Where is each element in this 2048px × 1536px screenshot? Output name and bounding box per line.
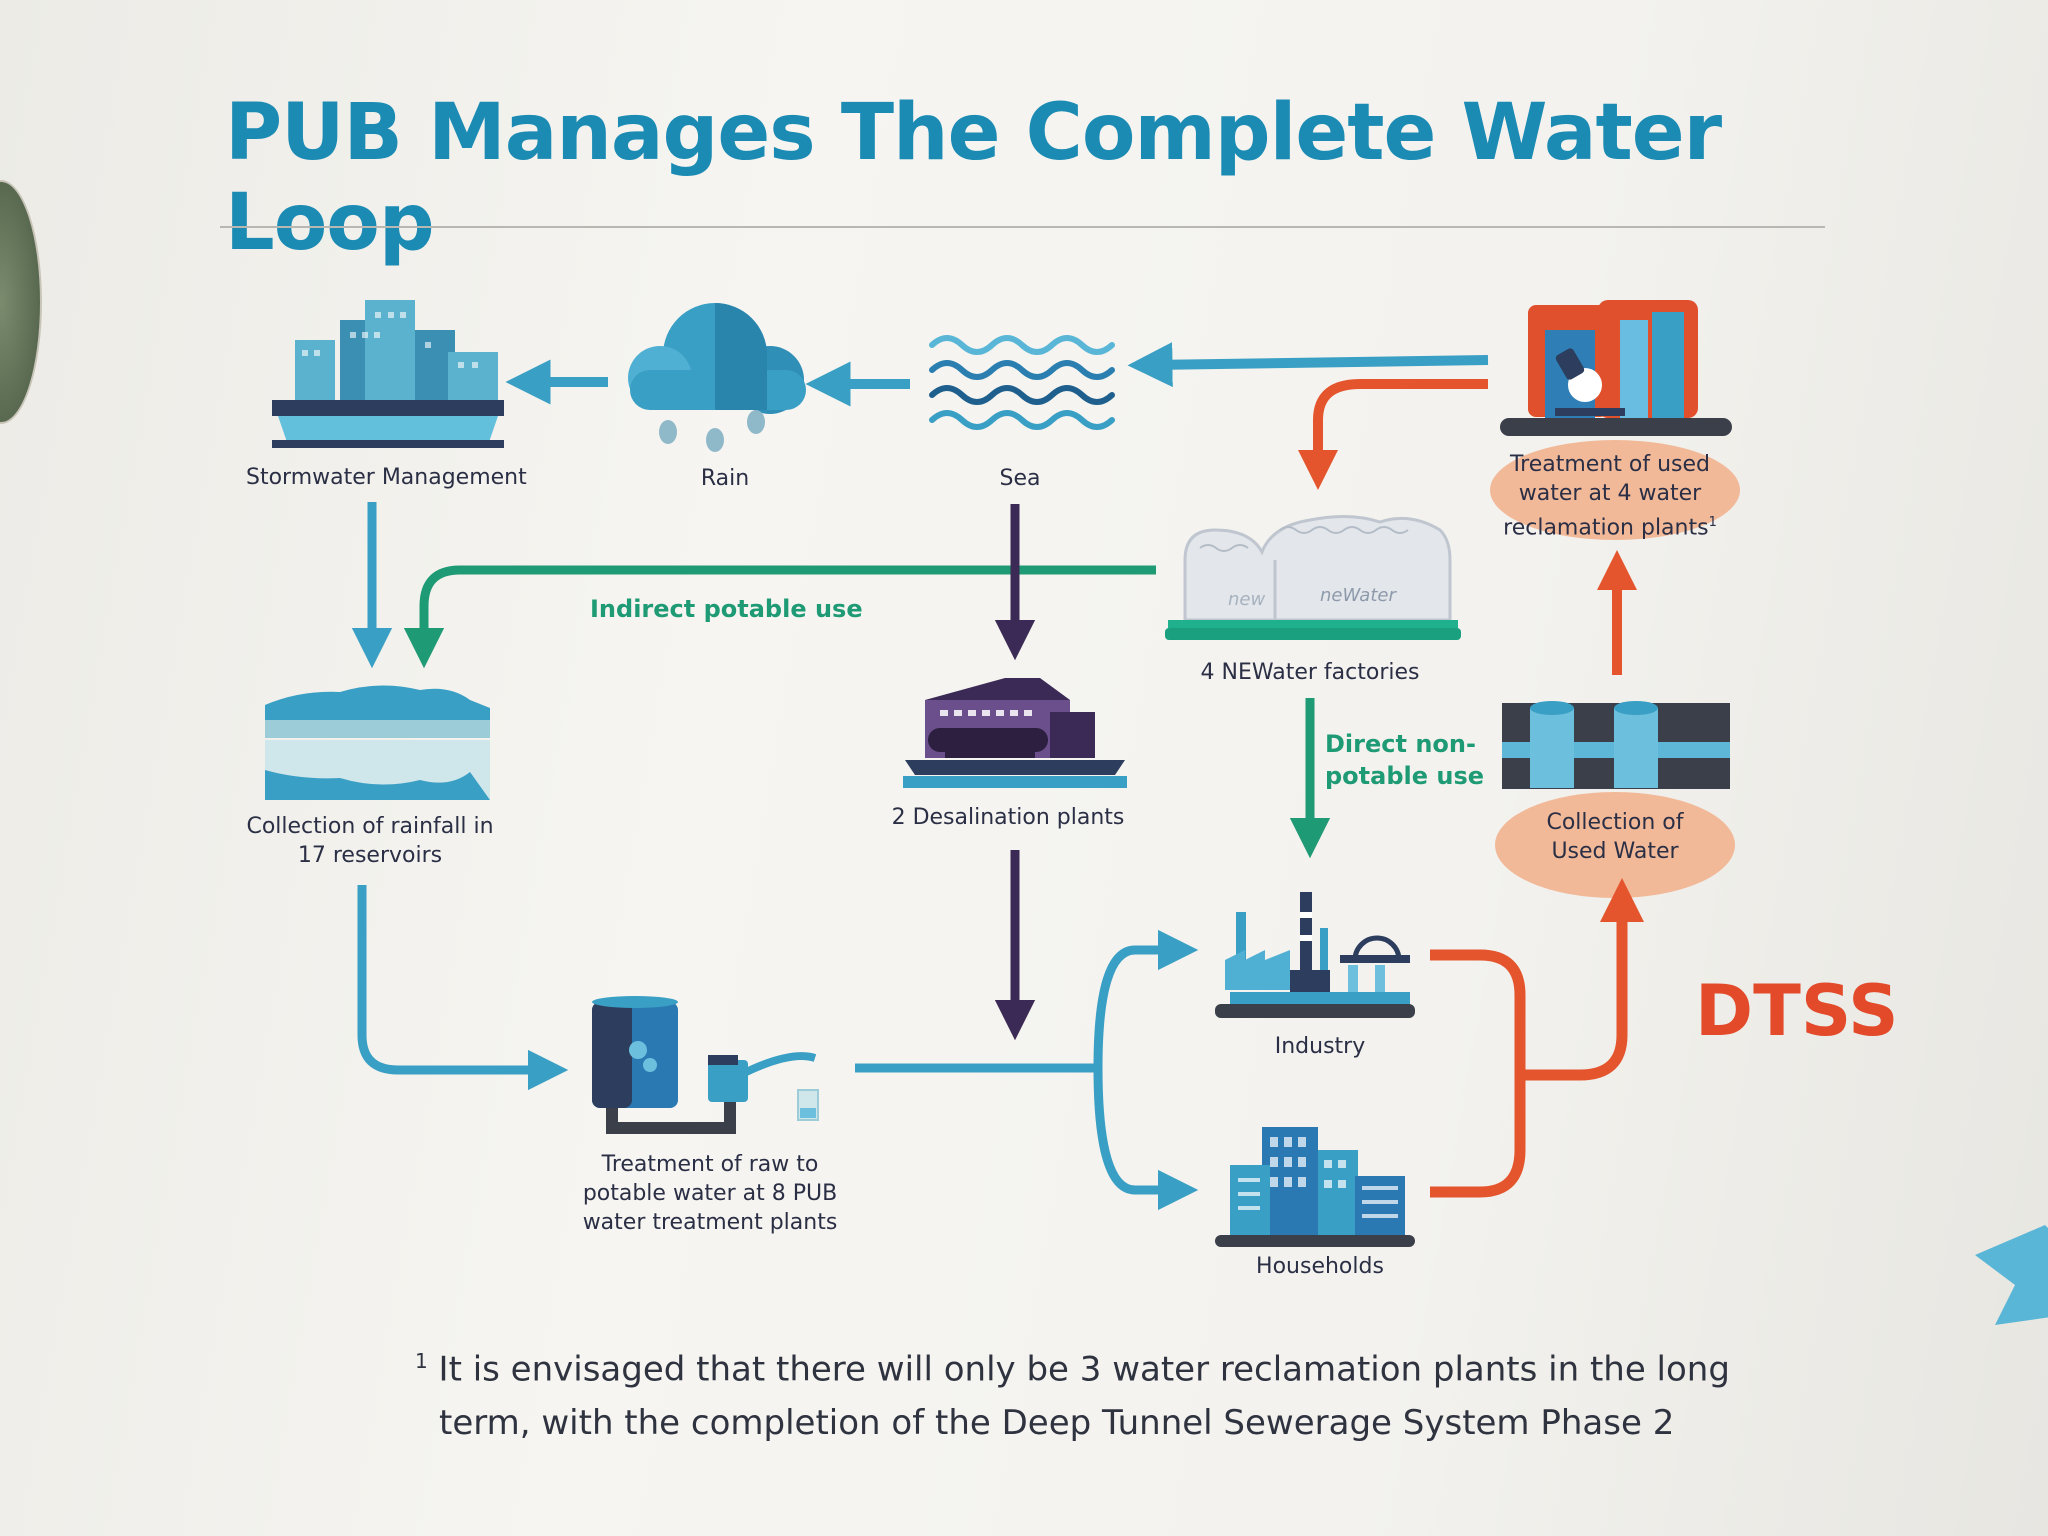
label-used-water: Collection of Used Water xyxy=(1510,808,1720,866)
label-treatment-line2: potable water at 8 PUB xyxy=(582,1181,838,1206)
title-divider xyxy=(220,226,1825,228)
label-reservoirs-line2: 17 reservoirs xyxy=(297,843,443,868)
svg-text:new: new xyxy=(1228,589,1265,610)
label-reclamation: Treatment of used water at 4 water recla… xyxy=(1480,450,1740,542)
sea-waves-icon xyxy=(929,335,1115,430)
label-rain: Rain xyxy=(700,466,750,491)
stormwater-icon xyxy=(272,300,504,448)
rain-cloud-icon xyxy=(628,303,806,452)
flow-reclamation-to-sea xyxy=(1127,342,1489,388)
flow-reclamation-to-newater xyxy=(1298,379,1488,490)
label-direct-line2: potable use xyxy=(1325,762,1485,790)
label-direct-line1: Direct non- xyxy=(1325,730,1476,758)
water-treatment-icon xyxy=(592,996,819,1134)
label-reclamation-line2: water at 4 water xyxy=(1518,481,1702,506)
reservoir-icon xyxy=(265,685,490,800)
label-reclamation-line1: Treatment of used xyxy=(1509,452,1711,477)
label-treatment-line1: Treatment of raw to xyxy=(601,1152,819,1177)
label-industry: Industry xyxy=(1274,1034,1366,1059)
desalination-plant-icon xyxy=(903,678,1127,788)
newater-factory-icon: new neWater xyxy=(1165,514,1461,640)
decorative-ribbon-edge xyxy=(1975,1225,2048,1325)
label-treatment-line3: water treatment plants xyxy=(582,1210,838,1235)
reclamation-plant-icon xyxy=(1500,300,1732,436)
label-reclamation-line3: reclamation plants xyxy=(1503,515,1709,541)
households-icon xyxy=(1215,1127,1415,1247)
label-used-water-line1: Collection of xyxy=(1546,810,1684,835)
flow-to-industry xyxy=(1093,929,1199,1069)
newater-sign-text: neWater xyxy=(1320,585,1397,606)
flow-dtss-to-collection xyxy=(1520,878,1644,1081)
footnote-marker-ref: 1 xyxy=(1708,515,1717,530)
footnote: 1 It is envisaged that there will only b… xyxy=(415,1334,1730,1450)
label-reservoirs-line1: Collection of rainfall in xyxy=(246,814,494,839)
label-stormwater: Stormwater Management xyxy=(246,465,527,490)
industry-icon xyxy=(1215,892,1415,1018)
dtss-label: DTSS xyxy=(1695,970,1899,1052)
label-used-water-line2: Used Water xyxy=(1551,839,1679,864)
reclamation-label-bubble xyxy=(1490,440,1740,540)
label-households: Households xyxy=(1256,1254,1384,1279)
label-desalination: 2 Desalination plants xyxy=(891,805,1125,830)
label-direct-non-potable-use: Direct non- potable use xyxy=(1325,728,1485,792)
footnote-line1: It is envisaged that there will only be … xyxy=(438,1349,1730,1390)
flow-indirect-potable-use xyxy=(403,565,1156,669)
label-newater-factories: 4 NEWater factories xyxy=(1200,660,1420,685)
label-water-treatment: Treatment of raw to potable water at 8 P… xyxy=(575,1150,845,1237)
label-indirect-potable-use: Indirect potable use xyxy=(590,595,863,623)
label-reservoirs: Collection of rainfall in 17 reservoirs xyxy=(240,812,500,870)
footnote-marker: 1 xyxy=(415,1349,428,1373)
flow-reservoirs-to-treatment xyxy=(357,885,569,1091)
page-title: PUB Manages The Complete Water Loop xyxy=(225,88,1722,268)
label-sea: Sea xyxy=(999,466,1041,491)
flow-to-households xyxy=(1093,1067,1199,1211)
used-water-collection-icon xyxy=(1502,701,1730,789)
footnote-line2: term, with the completion of the Deep Tu… xyxy=(439,1403,1675,1444)
flow-consumers-to-dtss xyxy=(1430,949,1526,1198)
